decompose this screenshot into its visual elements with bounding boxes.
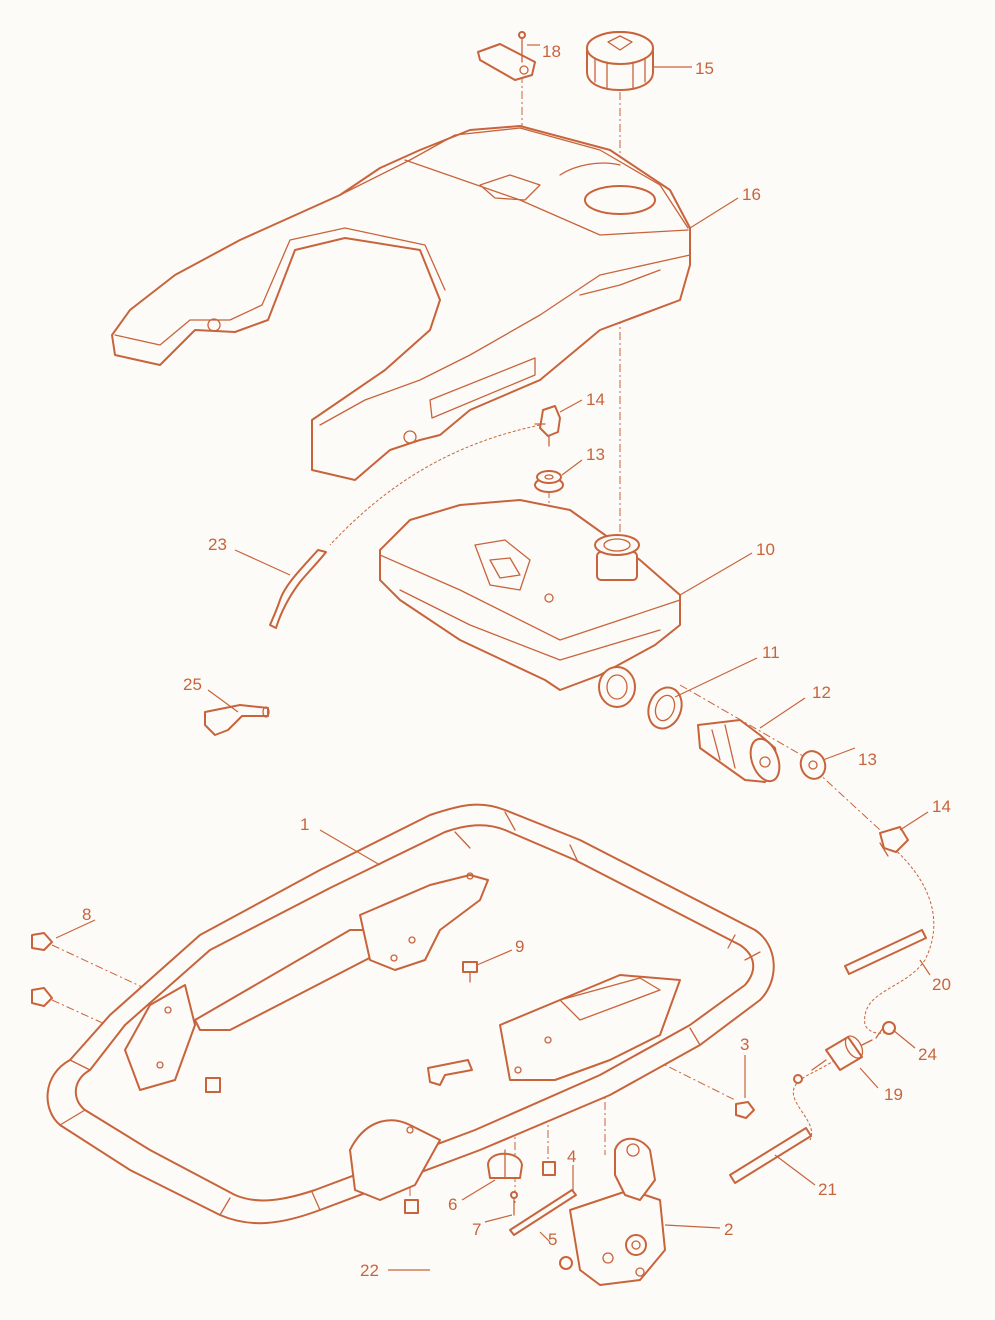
part-4-5-rod xyxy=(509,1189,577,1236)
part-21-hose xyxy=(729,1127,812,1184)
part-7-screw xyxy=(510,1191,518,1216)
part-14-elbow-fitting-right xyxy=(879,826,909,857)
callout-15: 15 xyxy=(695,59,714,78)
bolt-left-frame xyxy=(205,1077,221,1093)
bolt-part-3 xyxy=(735,1101,755,1119)
part-13-grommet-top xyxy=(534,470,564,493)
part-18-bracket xyxy=(477,31,536,81)
part-13-grommet-right xyxy=(799,750,827,780)
part-22-clip xyxy=(427,1059,473,1086)
callout-2: 2 xyxy=(724,1220,733,1239)
leader-lines xyxy=(55,44,931,1271)
callouts: 18 15 16 14 13 10 23 25 11 12 13 14 1 8 … xyxy=(82,42,951,1280)
callout-6: 6 xyxy=(448,1195,457,1214)
part-20-hose xyxy=(844,929,927,975)
callout-7: 7 xyxy=(472,1220,481,1239)
callout-4: 4 xyxy=(567,1147,576,1166)
part-25-hose-clip xyxy=(204,704,270,736)
bolt-lower-2 xyxy=(404,1199,419,1214)
bolt-part-8-upper xyxy=(31,932,53,951)
callout-11: 11 xyxy=(762,643,780,662)
part-19-fuel-filter xyxy=(793,1035,873,1084)
bolt-lower-1 xyxy=(542,1161,556,1176)
part-16-top-cover xyxy=(111,125,691,481)
callout-13b: 13 xyxy=(858,750,877,769)
callout-3: 3 xyxy=(740,1035,749,1054)
callout-5: 5 xyxy=(548,1230,557,1249)
callout-10: 10 xyxy=(756,540,775,559)
callout-23: 23 xyxy=(208,535,227,554)
callout-16: 16 xyxy=(742,185,761,204)
callout-20: 20 xyxy=(932,975,951,994)
part-1-frame xyxy=(46,803,775,1225)
bolt-part-9 xyxy=(462,961,478,983)
callout-12: 12 xyxy=(812,683,831,702)
bolt-part-8-lower xyxy=(31,987,53,1007)
callout-22: 22 xyxy=(360,1261,379,1280)
callout-13a: 13 xyxy=(586,445,605,464)
callout-14a: 14 xyxy=(586,390,605,409)
part-12-filter-valve xyxy=(697,719,781,783)
part-10-fuel-tank xyxy=(379,499,681,708)
callout-21: 21 xyxy=(818,1180,837,1199)
part-24-clamp xyxy=(875,1021,896,1039)
callout-9: 9 xyxy=(515,937,524,956)
callout-24: 24 xyxy=(918,1045,937,1064)
part-2-control-assembly xyxy=(559,1137,666,1286)
callout-18: 18 xyxy=(542,42,561,61)
callout-8: 8 xyxy=(82,905,91,924)
part-6-cable-clamp xyxy=(487,1149,523,1179)
part-23-fuel-hose xyxy=(269,549,327,629)
callout-19: 19 xyxy=(884,1085,903,1104)
part-14-elbow-fitting-top xyxy=(534,405,561,447)
part-15-fuel-cap xyxy=(586,31,654,91)
callout-14b: 14 xyxy=(932,797,951,816)
part-11-gasket xyxy=(647,686,683,730)
callout-25: 25 xyxy=(183,675,202,694)
callout-1: 1 xyxy=(300,815,309,834)
